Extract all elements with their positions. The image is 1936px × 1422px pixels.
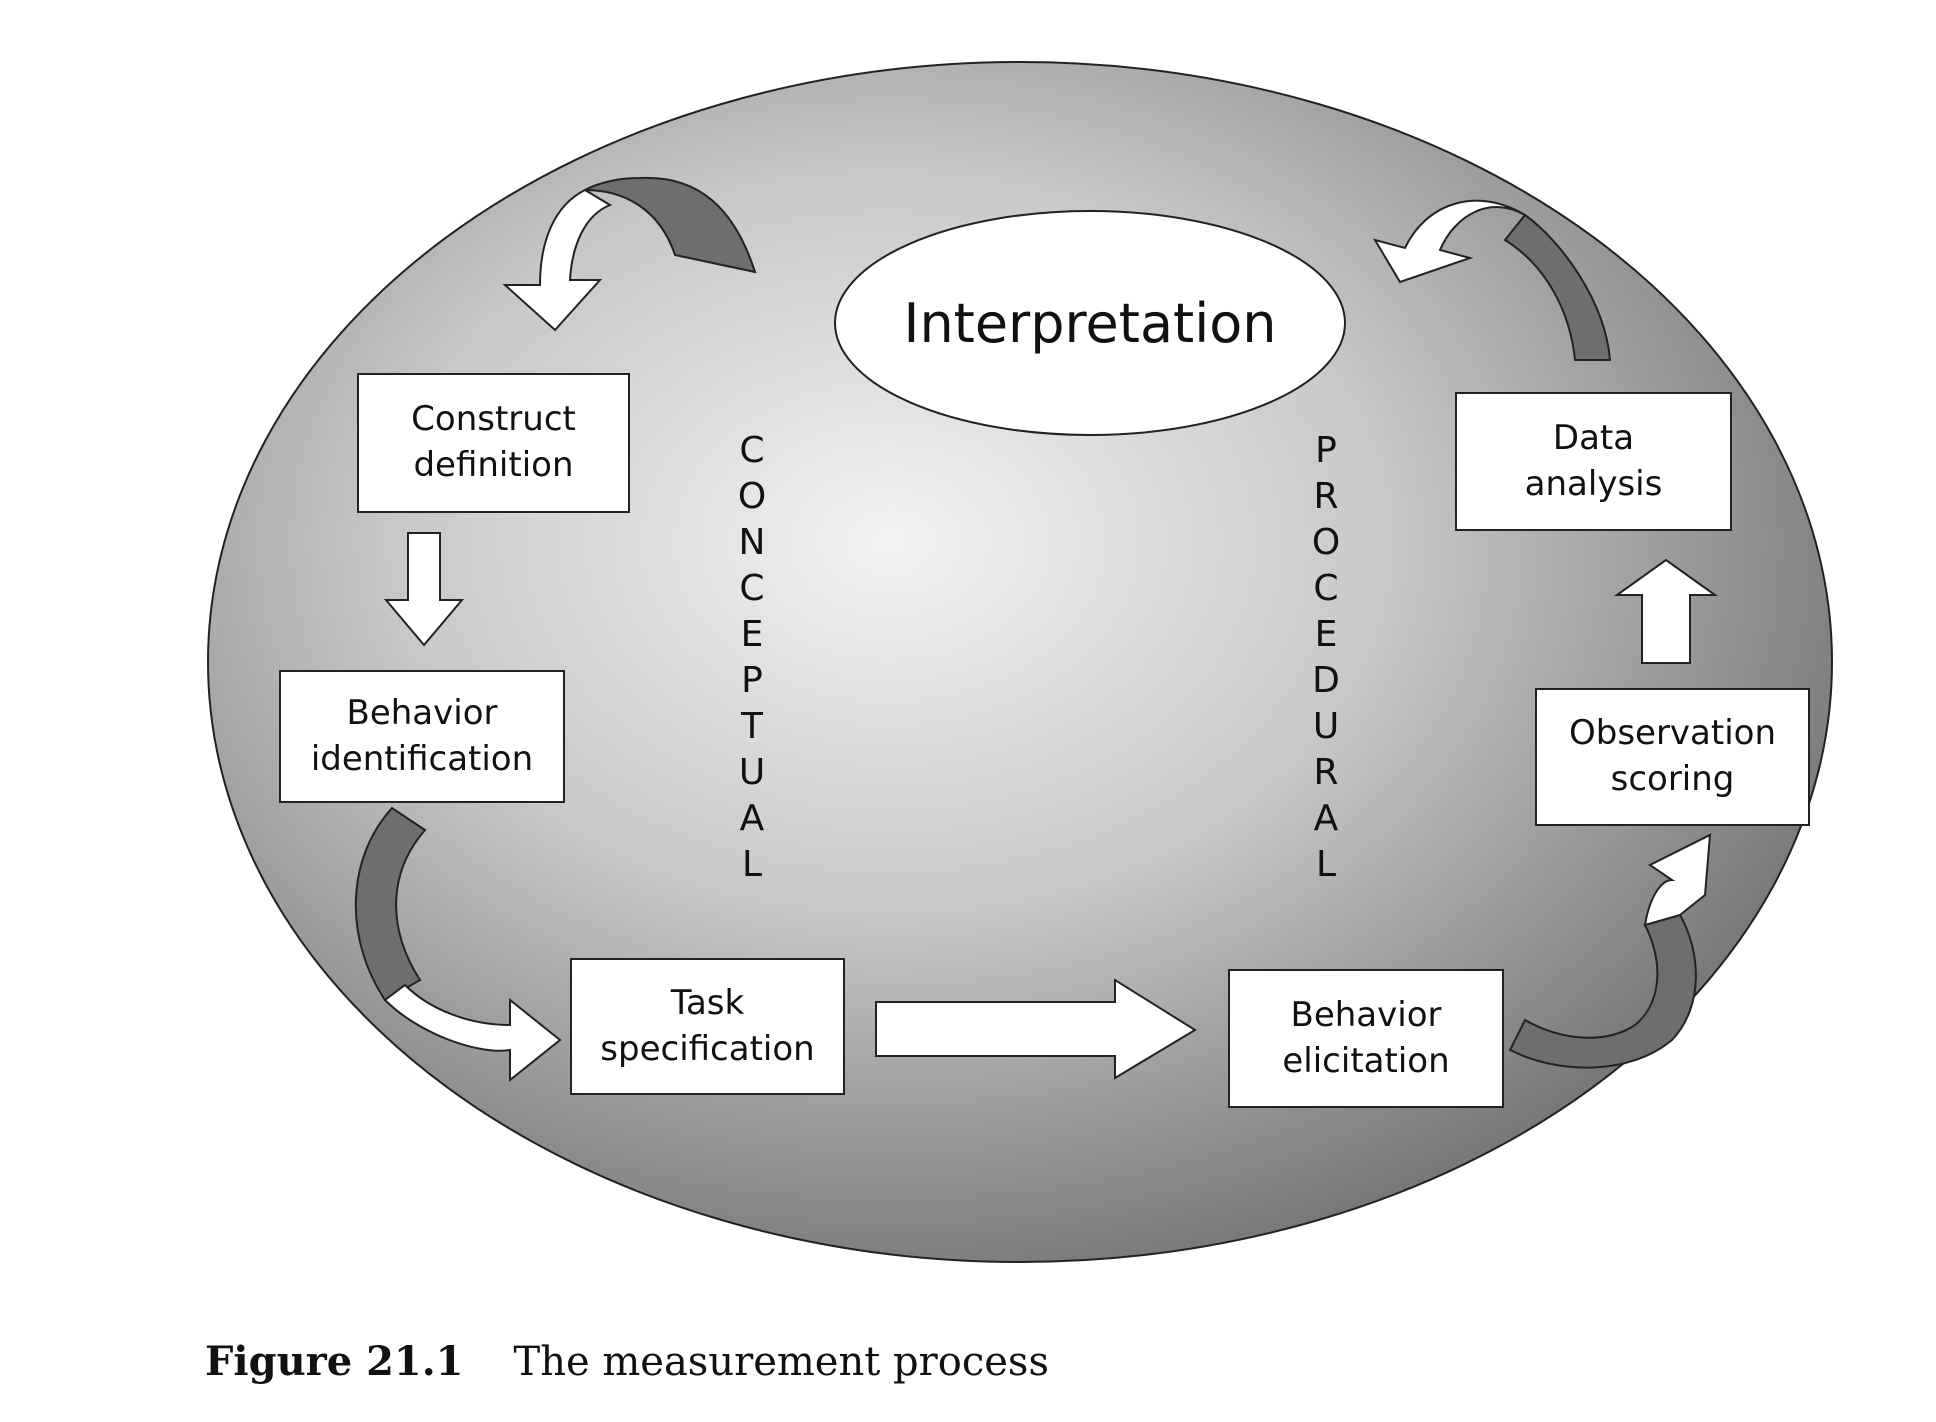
conceptual-letter: L	[741, 844, 763, 885]
data-analysis-box: Data analysis	[1455, 392, 1732, 531]
construct-definition-box: Construct definition	[357, 373, 630, 513]
task-specification-box: Task specification	[570, 958, 845, 1095]
procedural-letter: U	[1312, 706, 1340, 747]
procedural-letter: P	[1315, 430, 1337, 471]
arrow-interpretation-to-construct	[502, 176, 757, 332]
procedural-letter: L	[1315, 844, 1337, 885]
construct-definition-line2: definition	[413, 445, 574, 485]
conceptual-letter: E	[740, 614, 764, 655]
interpretation-label: Interpretation	[903, 292, 1277, 355]
conceptual-letter: A	[739, 798, 765, 839]
figure-caption: Figure 21.1 The measurement process	[205, 1338, 1049, 1385]
behavior-elicitation-line2: elicitation	[1282, 1040, 1450, 1081]
procedural-letter: R	[1313, 476, 1339, 517]
observation-scoring-line1: Observation	[1568, 713, 1777, 754]
data-analysis-line2: analysis	[1524, 463, 1663, 504]
behavior-identification-line2: identification	[310, 738, 534, 779]
conceptual-label: C O N C E P T U A L	[722, 428, 782, 888]
behavior-identification-line1: Behavior	[346, 692, 498, 733]
arrow-elicitation-to-observation	[1508, 833, 1712, 1069]
construct-definition-line1: Construct	[411, 399, 576, 440]
data-analysis-line1: Data	[1552, 417, 1635, 458]
procedural-letter: R	[1313, 752, 1339, 793]
conceptual-letter: U	[738, 752, 766, 793]
procedural-letter: E	[1314, 614, 1338, 655]
task-specification-line2: specification	[600, 1028, 815, 1069]
observation-scoring-line2: scoring	[1610, 759, 1735, 799]
procedural-letter: D	[1312, 660, 1340, 701]
arrow-task-to-elicitation	[875, 978, 1197, 1080]
figure-title: The measurement process	[513, 1339, 1049, 1385]
conceptual-letter: C	[739, 568, 765, 609]
procedural-letter: C	[1313, 568, 1339, 609]
conceptual-letter: C	[739, 430, 765, 471]
behavior-identification-box: Behavior identification	[279, 670, 565, 803]
conceptual-letter: P	[741, 660, 763, 701]
arrow-construct-to-behavior	[383, 532, 465, 647]
task-specification-line1: Task	[670, 982, 745, 1023]
conceptual-letter: O	[737, 476, 767, 517]
procedural-letter: A	[1313, 798, 1339, 839]
procedural-label: P R O C E D U R A L	[1296, 428, 1356, 888]
conceptual-letter: T	[741, 706, 763, 747]
procedural-letter: O	[1311, 522, 1341, 563]
observation-scoring-box: Observation scoring	[1535, 688, 1810, 826]
conceptual-letter: N	[738, 522, 766, 563]
arrow-data-to-interpretation	[1372, 199, 1612, 361]
interpretation-ellipse	[834, 210, 1346, 436]
figure-number: Figure 21.1	[205, 1338, 464, 1385]
behavior-elicitation-line1: Behavior	[1290, 994, 1442, 1035]
arrow-observation-to-data	[1613, 558, 1719, 664]
behavior-elicitation-box: Behavior elicitation	[1228, 969, 1504, 1108]
arrow-behavior-to-task	[354, 806, 562, 1083]
